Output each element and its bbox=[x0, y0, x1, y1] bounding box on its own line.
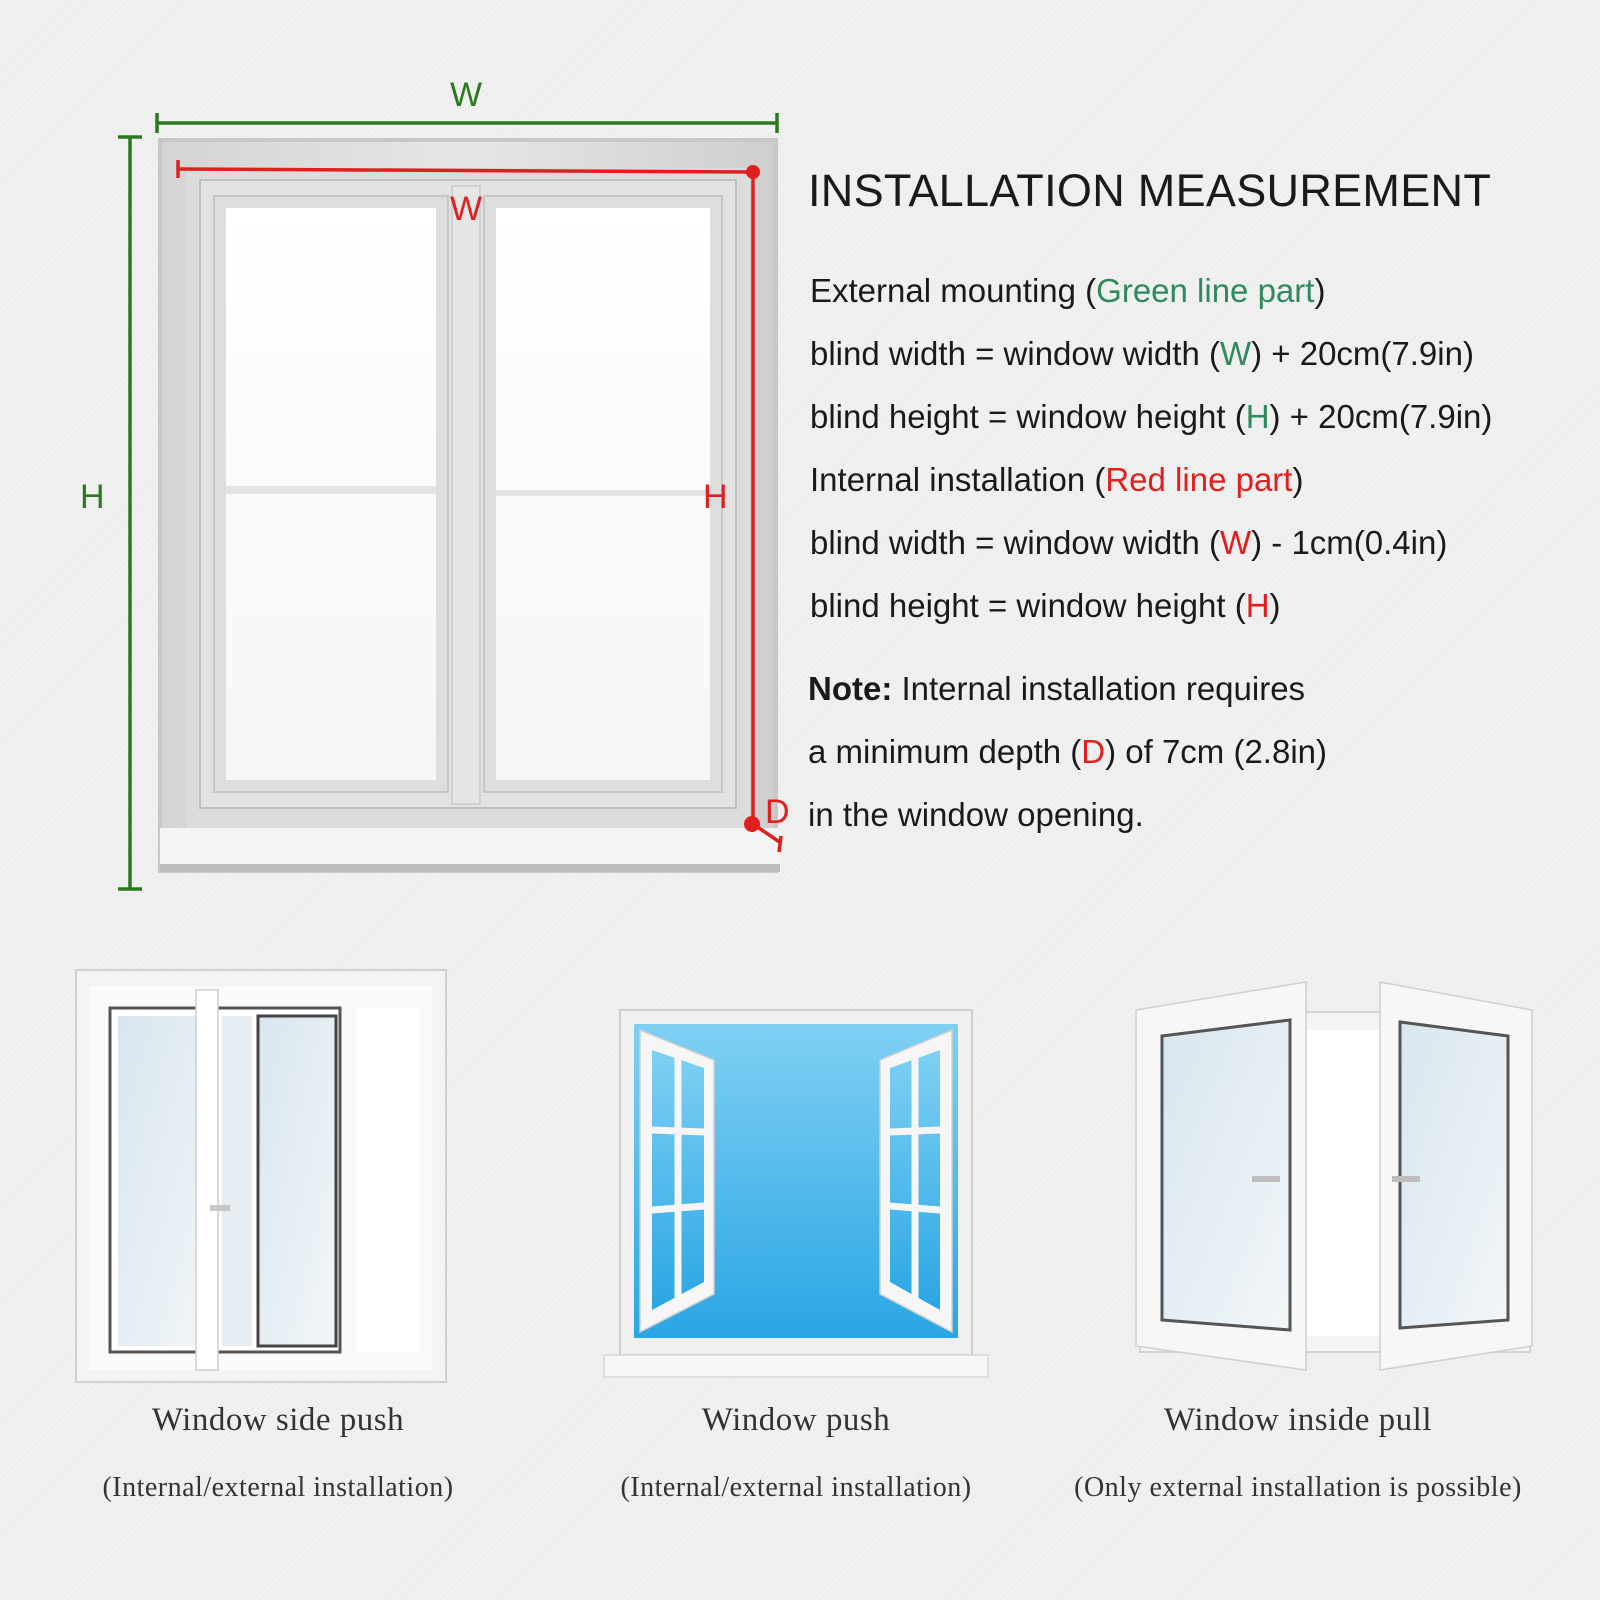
main-window bbox=[158, 138, 780, 873]
external-dimension-lines bbox=[118, 113, 779, 891]
note-line-1: Note: Internal installation requires bbox=[808, 670, 1306, 707]
internal-height-formula: blind height = window height (H) bbox=[810, 587, 1281, 624]
external-width-formula: blind width = window width (W) + 20cm(7.… bbox=[810, 335, 1474, 372]
window-type-3-title: Window inside pull bbox=[1164, 1402, 1432, 1438]
page-title: INSTALLATION MEASUREMENT bbox=[808, 165, 1492, 216]
external-height-formula: blind height = window height (H) + 20cm(… bbox=[810, 398, 1493, 435]
internal-heading: Internal installation (Red line part) bbox=[810, 461, 1304, 498]
corner-dot-top bbox=[746, 165, 760, 179]
external-heading: External mounting (Green line part) bbox=[810, 272, 1326, 309]
window-type-3-note: (Only external installation is possible) bbox=[1074, 1472, 1522, 1503]
external-part-label: Green line part bbox=[1096, 272, 1315, 309]
outer-height-label: H bbox=[80, 478, 105, 516]
note-label: Note: bbox=[808, 670, 893, 707]
outer-width-label: W bbox=[450, 76, 483, 114]
internal-part-label: Red line part bbox=[1105, 461, 1293, 498]
window-type-1-title: Window side push bbox=[151, 1402, 405, 1438]
note-line-3: in the window opening. bbox=[808, 796, 1144, 833]
window-type-2-note: (Internal/external installation) bbox=[620, 1472, 972, 1503]
window-type-2-title: Window push bbox=[701, 1402, 891, 1438]
window-type-1-note: (Internal/external installation) bbox=[102, 1472, 454, 1503]
inner-width-label: W bbox=[450, 190, 483, 228]
internal-width-formula: blind width = window width (W) - 1cm(0.4… bbox=[810, 524, 1448, 561]
inner-height-label: H bbox=[703, 478, 728, 516]
note-line-2: a minimum depth (D) of 7cm (2.8in) bbox=[808, 733, 1328, 770]
corner-dot-bottom bbox=[744, 816, 760, 832]
depth-label: D bbox=[765, 793, 790, 831]
